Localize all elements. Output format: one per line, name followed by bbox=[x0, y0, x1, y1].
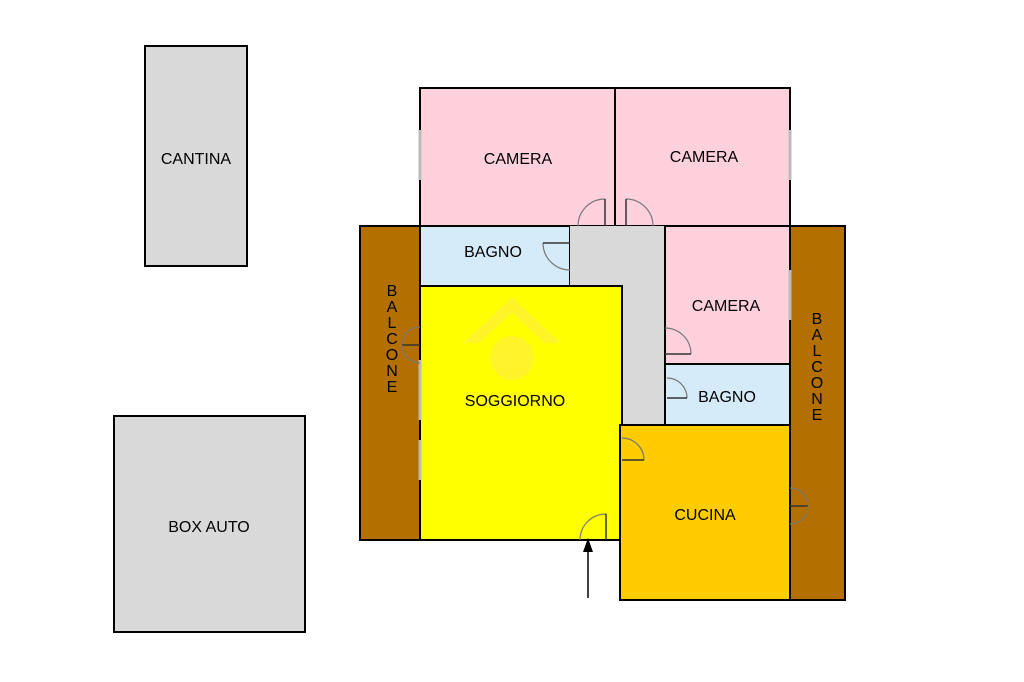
room-label-cucina: CUCINA bbox=[674, 507, 736, 524]
room-camera-1 bbox=[419, 87, 616, 227]
room-label-bagno-2: BAGNO bbox=[698, 389, 756, 406]
room-balcone-right bbox=[789, 225, 846, 601]
room-camera-2 bbox=[614, 87, 791, 227]
room-label-camera-2: CAMERA bbox=[670, 149, 739, 166]
room-label-box-auto: BOX AUTO bbox=[168, 519, 250, 536]
room-soggiorno bbox=[419, 285, 623, 541]
room-label-cantina: CANTINA bbox=[161, 151, 232, 168]
windows bbox=[418, 130, 792, 480]
room-cucina bbox=[619, 424, 791, 601]
room-cantina bbox=[144, 45, 248, 267]
house-logo-watermark bbox=[463, 297, 561, 380]
room-corridoio bbox=[570, 226, 665, 425]
room-label-bagno-1: BAGNO bbox=[464, 244, 522, 261]
room-label-camera-1: CAMERA bbox=[484, 151, 553, 168]
room-label-soggiorno: SOGGIORNO bbox=[465, 393, 565, 410]
entrance-arrow-icon bbox=[583, 538, 593, 598]
doors bbox=[401, 198, 809, 541]
room-camera-3 bbox=[664, 225, 791, 365]
room-balcone-left bbox=[359, 225, 421, 541]
room-label-camera-3: CAMERA bbox=[692, 298, 761, 315]
room-box-auto bbox=[113, 415, 306, 633]
